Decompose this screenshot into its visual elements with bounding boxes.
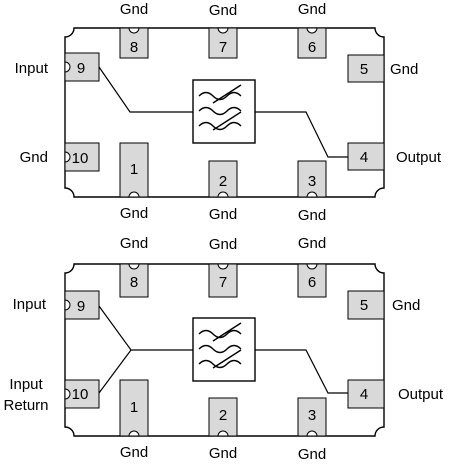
label-pin-1: Gnd xyxy=(120,444,148,461)
filter-box xyxy=(192,317,256,382)
label-pin-5: Gnd xyxy=(390,61,418,78)
pin-9-notch xyxy=(64,299,71,311)
pin-4-pad xyxy=(347,379,385,409)
pin-6-notch xyxy=(306,27,318,34)
pin-6-number: 6 xyxy=(308,274,316,291)
pin-1-number: 1 xyxy=(130,161,138,178)
label-pin-4: Output xyxy=(398,386,444,403)
output-wire xyxy=(255,111,348,158)
pin-1-pad xyxy=(119,379,149,437)
pin-8-number: 8 xyxy=(130,274,138,291)
pin-9-number: 9 xyxy=(77,60,85,77)
pin-8-number: 8 xyxy=(130,39,138,56)
pin-1-notch xyxy=(128,191,140,198)
pin-3-pad xyxy=(297,160,327,198)
pin-3-number: 3 xyxy=(308,407,316,424)
pin-10-number: 10 xyxy=(72,386,89,403)
pin-10-notch xyxy=(64,151,71,163)
pin-9-pad xyxy=(64,52,100,82)
pin-6-number: 6 xyxy=(308,39,316,56)
pin-3-number: 3 xyxy=(308,173,316,190)
pin-7-number: 7 xyxy=(219,274,227,291)
pin-9-pad xyxy=(64,290,100,320)
pin-2-number: 2 xyxy=(219,407,227,424)
pin-4-number: 4 xyxy=(360,386,368,403)
pin-9-number: 9 xyxy=(77,298,85,315)
label-pin-10-line-2: Return xyxy=(3,397,48,414)
label-pin-1: Gnd xyxy=(120,205,148,222)
input-wire xyxy=(98,66,193,113)
pin-10-pad xyxy=(64,142,100,172)
pin-3-pad xyxy=(297,397,327,437)
label-pin-5: Gnd xyxy=(392,297,420,314)
label-pin-2: Gnd xyxy=(209,206,237,223)
pin-5-pad xyxy=(347,54,385,83)
pin-7-notch xyxy=(217,263,229,270)
pin-2-number: 2 xyxy=(219,173,227,190)
label-pin-6: Gnd xyxy=(298,1,326,18)
pin-2-pad xyxy=(208,160,238,198)
pin-10-pad xyxy=(64,379,100,409)
output-wire xyxy=(255,349,348,394)
package-bottom: 8 7 6 9 10 5 4 1 2 3 Gnd Gnd Gnd Input I… xyxy=(3,235,443,463)
label-pin-9: Input xyxy=(13,296,47,313)
label-pin-7: Gnd xyxy=(209,236,237,253)
pin-1-number: 1 xyxy=(130,399,138,416)
input-return-wire xyxy=(98,349,132,394)
label-pin-2: Gnd xyxy=(209,445,237,462)
pin-3-notch xyxy=(306,430,318,437)
pin-2-notch xyxy=(217,430,229,437)
label-pin-6: Gnd xyxy=(298,235,326,252)
pin-2-notch xyxy=(217,191,229,198)
bandpass-filter-icon xyxy=(198,84,242,131)
label-pin-10: Gnd xyxy=(20,149,48,166)
filter-box xyxy=(192,79,256,144)
bandpass-filter-icon xyxy=(198,322,242,369)
pin-5-number: 5 xyxy=(360,61,368,78)
label-pin-3: Gnd xyxy=(298,446,326,463)
pin-8-notch xyxy=(128,263,140,270)
label-pin-3: Gnd xyxy=(298,207,326,224)
pin-7-number: 7 xyxy=(219,39,227,56)
label-pin-8: Gnd xyxy=(120,235,148,252)
pin-10-number: 10 xyxy=(72,150,89,167)
pin-5-pad xyxy=(347,290,385,320)
pin-9-notch xyxy=(64,61,71,73)
label-pin-9: Input xyxy=(15,60,49,77)
label-pin-10-line-1: Input xyxy=(9,376,43,393)
pin-7-notch xyxy=(217,27,229,34)
pin-8-notch xyxy=(128,27,140,34)
label-pin-7: Gnd xyxy=(209,2,237,19)
pin-4-pad xyxy=(347,142,385,171)
pin-6-notch xyxy=(306,263,318,270)
package-top: 8 7 6 9 10 5 4 1 2 3 Gnd Gnd Gnd Input G… xyxy=(15,1,442,224)
pin-1-notch xyxy=(128,430,140,437)
pin-3-notch xyxy=(306,191,318,198)
pin-4-number: 4 xyxy=(360,149,368,166)
pin-10-notch xyxy=(64,388,71,400)
pin-5-number: 5 xyxy=(360,297,368,314)
label-pin-4: Output xyxy=(396,149,442,166)
label-pin-8: Gnd xyxy=(120,1,148,18)
